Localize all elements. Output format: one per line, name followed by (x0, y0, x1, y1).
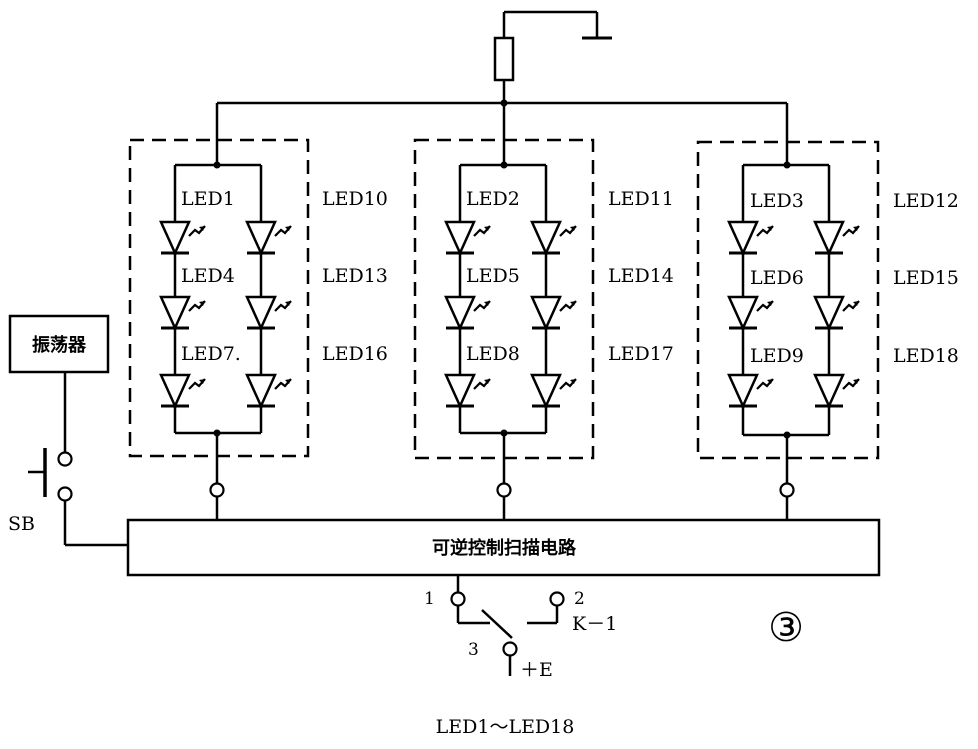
scan-circuit-label: 可逆控制扫描电路 (432, 537, 577, 559)
figure-number: ③ (768, 605, 804, 651)
junction-dot (213, 161, 221, 169)
led-label: LED16 (322, 343, 388, 365)
group2-terminal (496, 482, 512, 498)
junction-dot (783, 431, 791, 439)
led-label: LED6 (750, 267, 804, 289)
junction-dot (783, 161, 791, 169)
led-group-box-1 (128, 138, 310, 458)
led-label: LED1 (181, 188, 235, 210)
led-label: LED12 (893, 190, 959, 212)
junction-dot (500, 161, 508, 169)
led-group-3 (727, 220, 861, 410)
junction-dot (213, 429, 221, 437)
switch-k1-pin1-terminal (450, 591, 466, 607)
led-diode-icon (727, 373, 775, 410)
supply-label: ＋E (520, 659, 553, 681)
led-group-1 (159, 220, 293, 410)
led-diode-icon (813, 373, 861, 410)
led-label: LED17 (608, 343, 674, 365)
led-label: LED15 (893, 267, 959, 289)
junction-dot (500, 429, 508, 437)
led-label: LED9 (750, 345, 804, 367)
led-label: LED7. (181, 343, 241, 365)
led-label: LED4 (181, 265, 235, 287)
led-label: LED2 (466, 188, 520, 210)
led-label: LED8 (466, 343, 520, 365)
led-label: LED13 (322, 265, 388, 287)
led-label: LED3 (750, 190, 804, 212)
led-diode-icon (444, 220, 492, 257)
switch-k1-pin2-label: 2 (574, 589, 585, 609)
scan-circuit-block (126, 518, 881, 577)
led-label: LED11 (608, 188, 674, 210)
oscillator-label: 振荡器 (32, 334, 87, 356)
switch-k1-pin3-label: 3 (468, 640, 479, 660)
led-diode-icon (159, 295, 207, 332)
led-label: LED10 (322, 188, 388, 210)
oscillator-block (8, 314, 110, 374)
resistor (493, 36, 515, 82)
led-label: LED18 (893, 345, 959, 367)
group1-terminal (209, 482, 225, 498)
group3-terminal (779, 482, 795, 498)
switch-k1-pin1-label: 1 (424, 589, 435, 609)
led-diode-icon (245, 295, 293, 332)
switch-k1-blade (481, 609, 513, 639)
switch-sb-label: SB (8, 513, 35, 535)
switch-sb-terminal (57, 486, 73, 502)
led-label: LED14 (608, 265, 674, 287)
caption: LED1～LED18 (436, 716, 575, 738)
led-group-2 (444, 220, 578, 410)
led-diode-icon (530, 295, 578, 332)
led-diode-icon (530, 220, 578, 257)
led-diode-icon (245, 220, 293, 257)
switch-k1-label: K－1 (572, 613, 617, 635)
junction-dot (500, 99, 508, 107)
led-diode-icon (159, 373, 207, 410)
led-diode-icon (245, 373, 293, 410)
led-diode-icon (444, 373, 492, 410)
led-diode-icon (530, 373, 578, 410)
led-diode-icon (813, 220, 861, 257)
led-label: LED5 (466, 265, 520, 287)
led-diode-icon (444, 295, 492, 332)
led-diode-icon (159, 220, 207, 257)
switch-sb-terminal (57, 451, 73, 467)
led-diode-icon (727, 220, 775, 257)
switch-k1-pin2-terminal (549, 591, 565, 607)
switch-k1-pin3-terminal (502, 641, 518, 657)
led-diode-icon (727, 295, 775, 332)
led-diode-icon (813, 295, 861, 332)
